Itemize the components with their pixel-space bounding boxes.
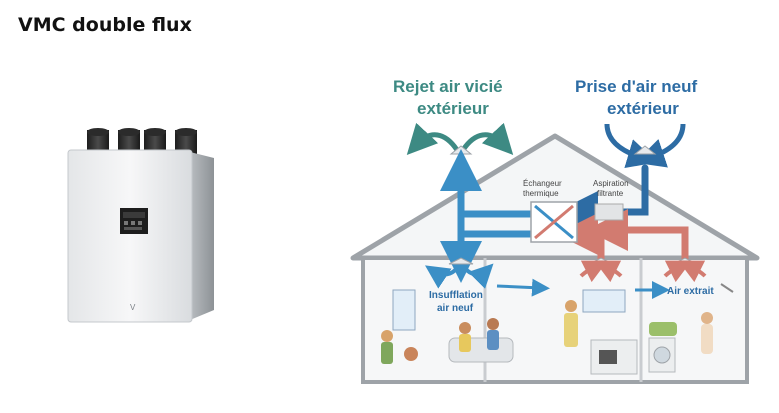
- label-rejet-line1: Rejet air vicié: [393, 77, 503, 96]
- heat-exchanger-icon: [530, 201, 578, 243]
- house-outline: [350, 133, 760, 384]
- kitchen-scene: [564, 289, 638, 375]
- label-aspiration-line2: filtrante: [597, 189, 624, 198]
- attic-ducts: [440, 149, 689, 283]
- bathroom-scene: [648, 283, 734, 373]
- label-echangeur-line1: Échangeur: [523, 179, 562, 188]
- brand-mark: V: [130, 303, 136, 312]
- stale-air-exhaust-arrows: [406, 122, 514, 155]
- roof-vent-intake: [633, 145, 657, 155]
- fresh-air-intake-arrows: [604, 123, 686, 169]
- filter-box-icon: [594, 203, 624, 221]
- label-echangeur-line2: thermique: [523, 189, 559, 198]
- living-room-scene: [381, 289, 514, 364]
- label-rejet-line2: extérieur: [417, 99, 489, 118]
- label-air-extrait: Air extrait: [667, 286, 714, 297]
- control-panel-icon: [120, 208, 148, 234]
- page-title: VMC double flux: [18, 14, 192, 36]
- label-prise-line1: Prise d'air neuf: [575, 77, 697, 96]
- label-insufflation-line1: Insufflation: [429, 290, 483, 301]
- ventilation-unit-image: V: [67, 128, 214, 323]
- unit-side-panel: [190, 152, 214, 320]
- ventilation-diagram: Rejet air vicié extérieur Prise d'air ne…: [350, 77, 760, 384]
- label-insufflation-line2: air neuf: [437, 303, 474, 314]
- unit-front-panel: [67, 149, 193, 323]
- room-airflow-arrows: [425, 260, 707, 299]
- label-prise-line2: extérieur: [607, 99, 679, 118]
- label-aspiration-line1: Aspiration: [593, 179, 629, 188]
